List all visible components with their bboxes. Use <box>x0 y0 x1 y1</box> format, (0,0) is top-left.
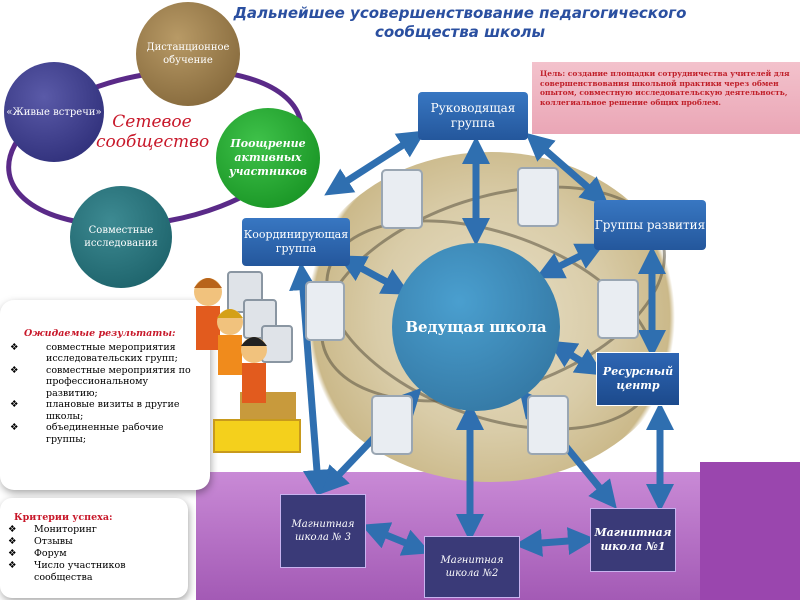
list-item: ❖объединенные рабочие группы; <box>10 422 164 445</box>
leading-school-node: Ведущая школа <box>392 243 560 411</box>
title-line-1: Дальнейшее усовершенствование педагогиче… <box>233 4 687 22</box>
magnet-school-1-node: Магнитная школа №1 <box>590 508 676 572</box>
circle-encourage-participants: Поощрение активных участников <box>216 108 320 208</box>
bullet-icon: ❖ <box>10 341 19 353</box>
coord-group-node: Координирующая группа <box>242 218 350 266</box>
list-item: ❖совместные мероприятия исследовательски… <box>10 341 178 365</box>
bullet-icon: ❖ <box>8 560 17 571</box>
list-item: ❖Число участников сообщества <box>8 560 126 583</box>
lead-group-node: Руководящая группа <box>418 92 528 140</box>
list-item: ❖плановые визиты в другие школы; <box>10 399 180 422</box>
circle-distance-learning: Дистанционное обучение <box>136 2 240 106</box>
list-item: ❖Форум <box>8 548 67 559</box>
arrow-lead-dev <box>525 132 609 206</box>
arrow-center-dev <box>535 243 605 279</box>
expected-results-box: Ожидаемые результаты: ❖совместные меропр… <box>0 300 210 490</box>
resource-center-node: Ресурсный центр <box>596 352 680 406</box>
arrow-center-res <box>548 340 604 376</box>
bullet-icon: ❖ <box>10 399 19 410</box>
network-community-label: Сетевое сообщество <box>96 112 210 152</box>
results-header: Ожидаемые результаты: <box>24 328 176 339</box>
criteria-list: ❖Мониторинг ❖Отзывы ❖Форум ❖Число участн… <box>8 524 182 584</box>
list-item: ❖совместные мероприятия по профессиональ… <box>10 364 191 399</box>
arrow-mag3-mag2 <box>361 522 431 556</box>
bullet-icon: ❖ <box>8 536 17 547</box>
bullet-icon: ❖ <box>8 548 17 559</box>
arrow-center-mag1 <box>519 389 617 509</box>
bullet-icon: ❖ <box>10 364 19 376</box>
magnet-school-3-node: Магнитная школа № 3 <box>280 494 366 568</box>
arrow-coord-mag3 <box>289 262 331 498</box>
dev-groups-node: Группы развития <box>594 200 706 250</box>
title-line-2: сообщества школы <box>374 23 546 41</box>
magnet-school-2-node: Магнитная школа №2 <box>424 536 520 598</box>
page-title: Дальнейшее усовершенствование педагогиче… <box>200 4 720 42</box>
list-item: ❖Мониторинг <box>8 524 97 535</box>
criteria-header: Критерии успеха: <box>14 512 113 523</box>
circle-live-meetings: «Живые встречи» <box>4 62 104 162</box>
arrow-center-coord <box>337 255 411 295</box>
arrow-lead-coord <box>324 130 426 196</box>
arrow-mag2-mag1 <box>514 527 596 557</box>
arrow-center-mag3 <box>320 387 422 495</box>
goal-box: Цель: создание площадки сотрудничества у… <box>532 62 800 134</box>
bullet-icon: ❖ <box>8 524 17 535</box>
results-list: ❖совместные мероприятия исследовательски… <box>10 342 202 446</box>
circle-joint-research: Совместные исследования <box>70 186 172 288</box>
purple-background-edge <box>700 462 800 600</box>
success-criteria-box: Критерии успеха: ❖Мониторинг ❖Отзывы ❖Фо… <box>0 498 188 598</box>
list-item: ❖Отзывы <box>8 536 73 547</box>
bullet-icon: ❖ <box>10 422 19 433</box>
